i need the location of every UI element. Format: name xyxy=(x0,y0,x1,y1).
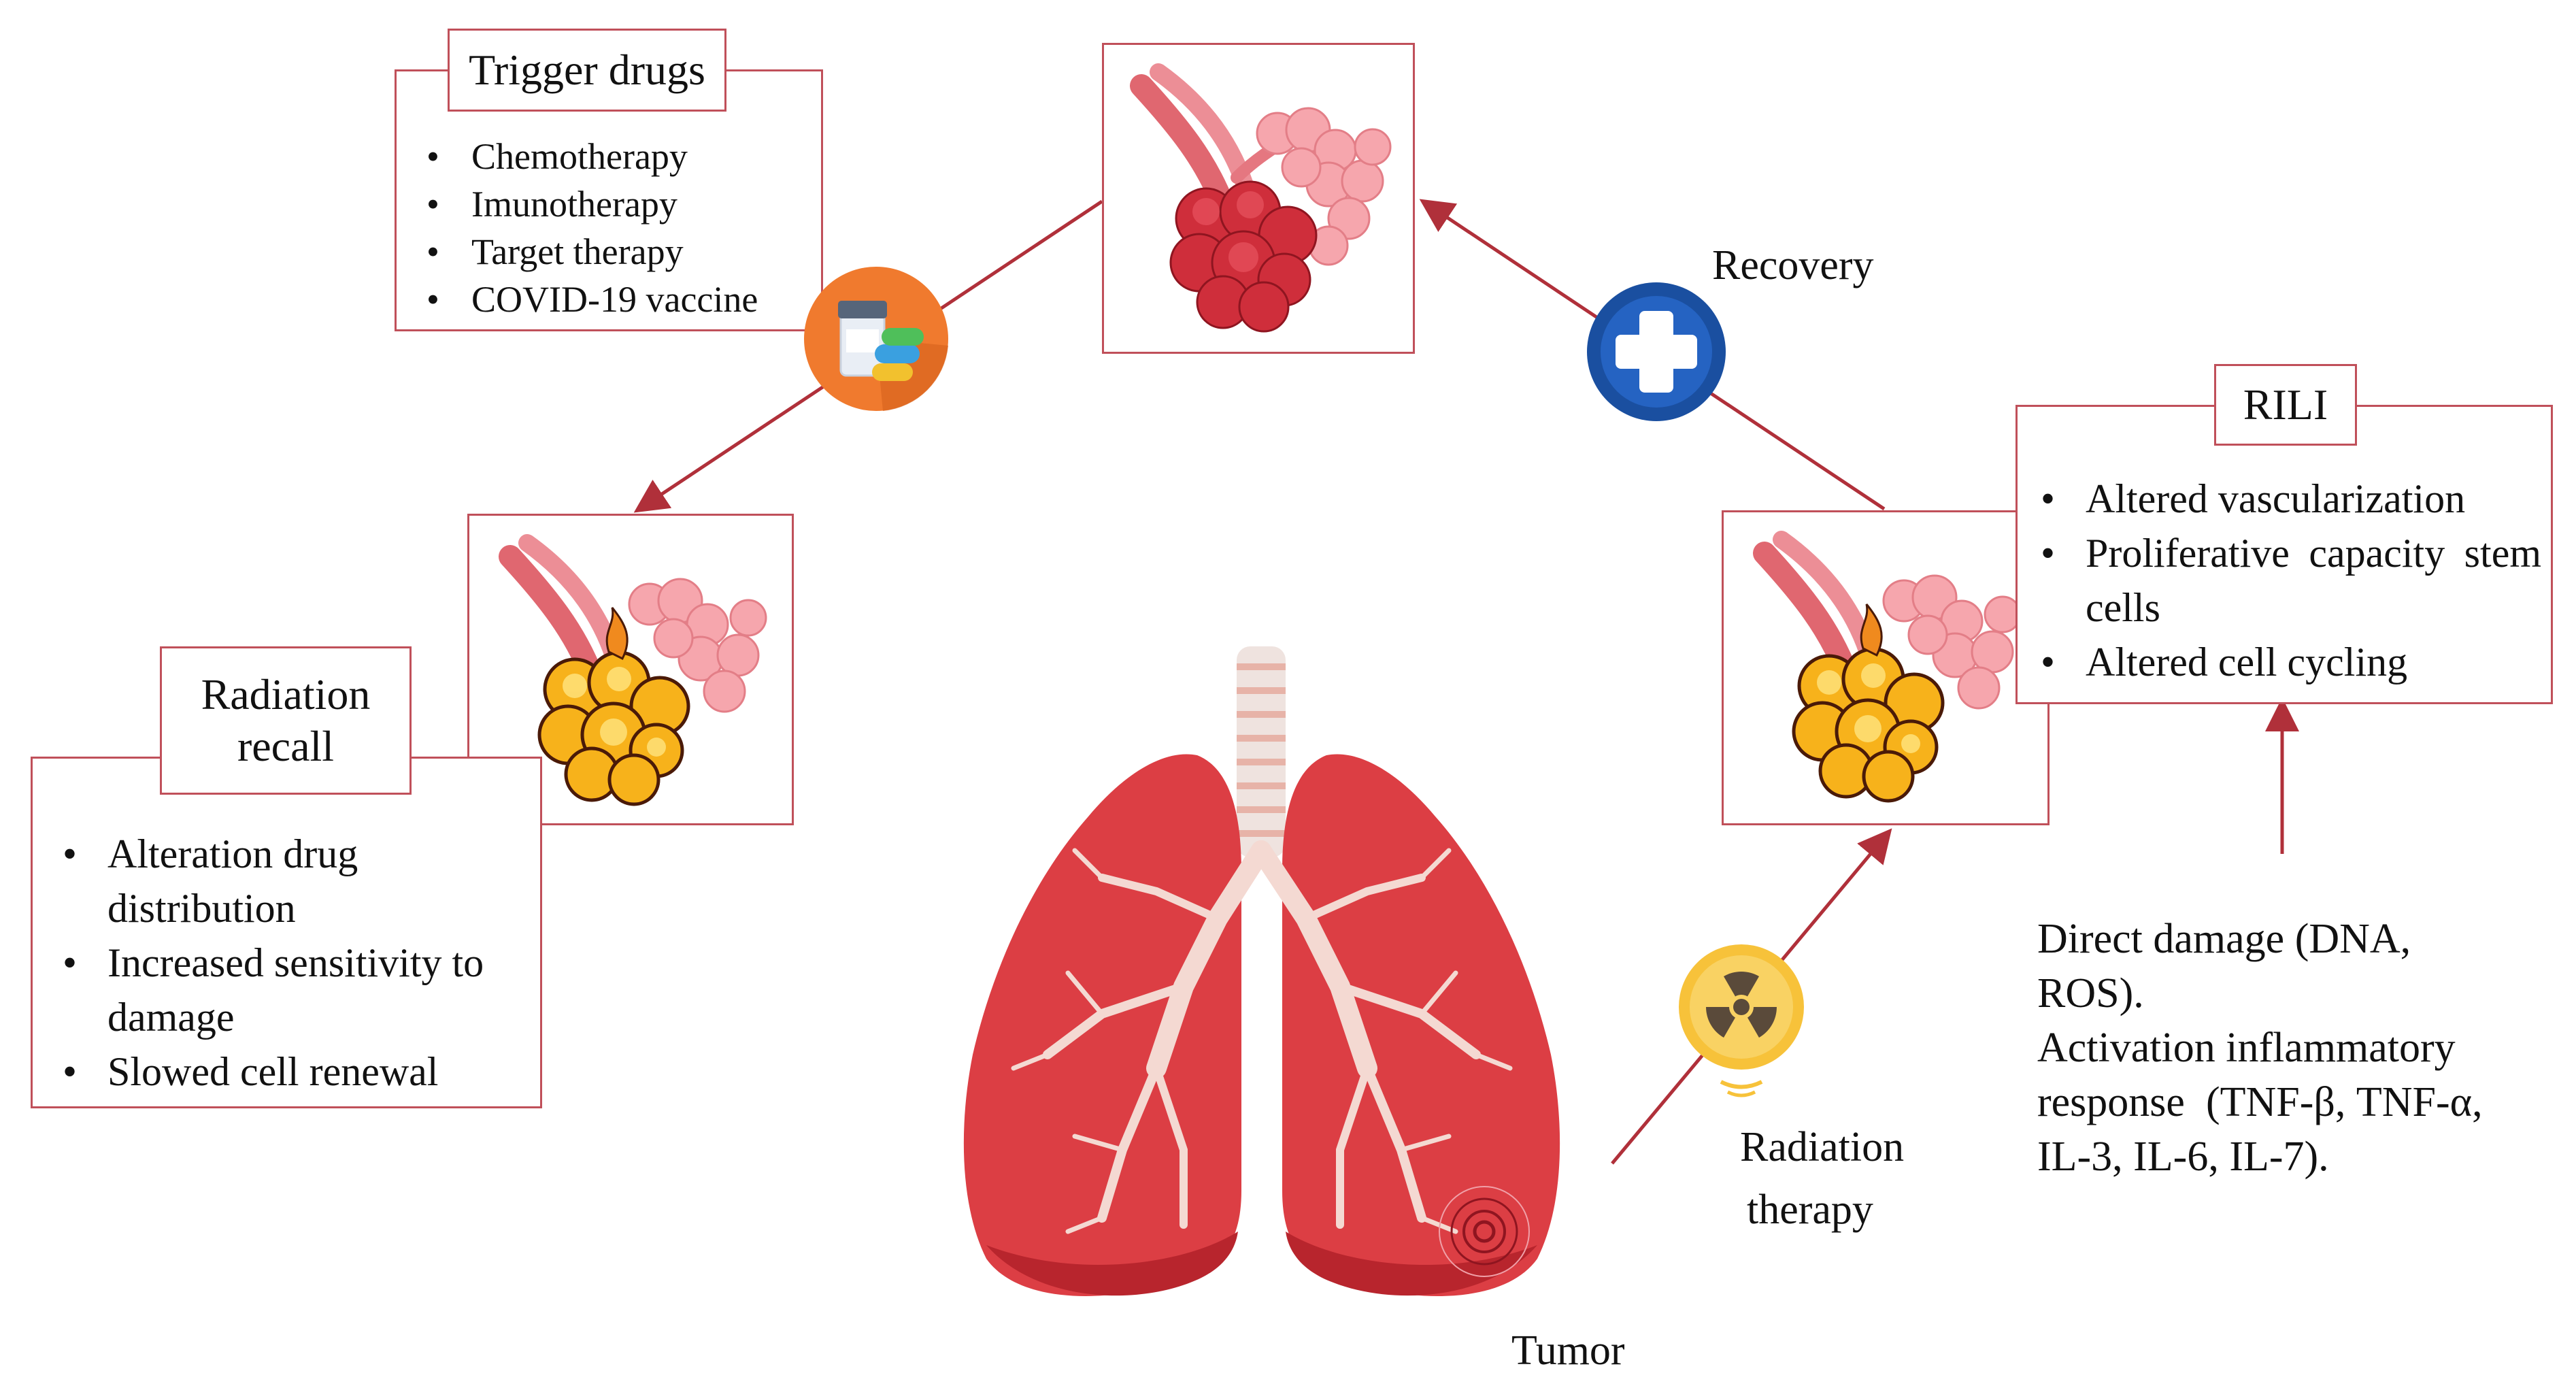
inflamed-alveoli-image xyxy=(499,534,767,806)
radiation-recall-title-line2: recall xyxy=(237,722,335,770)
list-item: Proliferative capacity stem cells xyxy=(2024,526,2541,635)
recovery-plus-icon xyxy=(1587,282,1726,421)
healthy-alveoli-image xyxy=(1130,63,1392,333)
radiation-therapy-label: Radiation therapy xyxy=(1740,1116,1904,1241)
pill-bottle-icon xyxy=(804,267,948,411)
rili-title-text: RILI xyxy=(2243,380,2328,429)
rili-list: Altered vascularization Proliferative ca… xyxy=(2024,472,2541,689)
radiation-recall-list: Alteration drug distribution Increased s… xyxy=(46,827,522,1099)
radiation-therapy-line2: therapy xyxy=(1747,1187,1873,1233)
tumor-target-icon xyxy=(1439,1186,1530,1277)
list-item: Altered vascularization xyxy=(2024,472,2541,526)
list-item: Target therapy xyxy=(410,228,818,276)
bronchial-tree xyxy=(1011,840,1513,1234)
trigger-drugs-list: Chemotherapy Imunotherapy Target therapy… xyxy=(410,133,818,323)
recall-alveoli-box xyxy=(467,514,794,825)
recovery-label: Recovery xyxy=(1712,242,1874,288)
radiation-recall-title: Radiation recall xyxy=(160,646,412,795)
rili-title: RILI xyxy=(2214,364,2357,446)
lungs-illustration xyxy=(963,646,1560,1296)
radiation-recall-box: Alteration drug distribution Increased s… xyxy=(31,757,542,1108)
mechanism-line4: response (TNF-β, TNF-α, xyxy=(2037,1079,2483,1125)
mechanism-line2: ROS). xyxy=(2037,970,2144,1017)
list-item: Alteration drug distribution xyxy=(46,827,522,936)
mechanism-line5: IL-3, IL-6, IL-7). xyxy=(2037,1134,2329,1180)
list-item: Slowed cell renewal xyxy=(46,1044,522,1099)
trachea xyxy=(1237,646,1286,857)
rili-alveoli-box xyxy=(1722,510,2050,825)
mechanism-line1: Direct damage (DNA, xyxy=(2037,916,2411,962)
radiation-icon xyxy=(1679,944,1804,1097)
radiation-recall-title-line1: Radiation xyxy=(201,670,371,719)
tumor-label: Tumor xyxy=(1511,1327,1625,1374)
mechanism-text: Direct damage (DNA, ROS). Activation inf… xyxy=(2037,912,2483,1184)
trigger-drugs-title: Trigger drugs xyxy=(448,29,726,112)
trigger-drugs-title-text: Trigger drugs xyxy=(469,46,705,95)
trigger-drugs-box: Chemotherapy Imunotherapy Target therapy… xyxy=(395,69,823,331)
list-item: Imunotherapy xyxy=(410,180,818,228)
radiation-therapy-line1: Radiation xyxy=(1740,1124,1905,1170)
list-item: Altered cell cycling xyxy=(2024,635,2541,689)
list-item: Chemotherapy xyxy=(410,133,818,180)
right-lung xyxy=(1282,754,1560,1296)
left-lung xyxy=(963,754,1241,1296)
list-item: Increased sensitivity to damage xyxy=(46,936,522,1044)
mechanism-line3: Activation inflammatory xyxy=(2037,1025,2456,1071)
rili-box: Altered vascularization Proliferative ca… xyxy=(2015,405,2553,704)
list-item: COVID-19 vaccine xyxy=(410,276,818,323)
healthy-alveoli-box xyxy=(1102,43,1415,354)
damaged-alveoli-image xyxy=(1753,531,2022,803)
